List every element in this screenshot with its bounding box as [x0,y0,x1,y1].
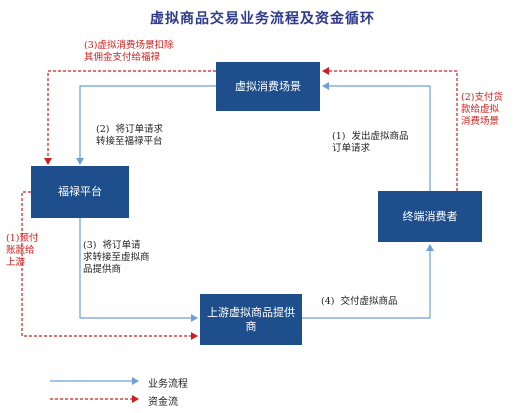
business-step-1-label: (1) 发出虚拟商品 订单请求 [332,131,409,154]
business-arrow-2 [76,85,216,165]
fund-step-3-label: (3)虚拟消费场景扣除 其佣金支付给福禄 [84,40,174,63]
legend-fund-flow-label: 资金流 [148,397,178,408]
business-arrow-4 [302,244,434,319]
fund-arrow-1 [21,191,198,340]
fund-step-2-label: (2)支付货 款给虚拟 消费场景 [461,92,503,127]
fund-step-1-label: (1)预付 账款给 上游 [6,233,39,268]
node-virtual-consumption-scene: 虚拟消费场景 [216,62,320,111]
business-arrow-3 [79,218,198,322]
node-upstream-provider: 上游虚拟商品提供商 [200,294,302,345]
business-step-3-label: (3) 将订单请 求转接至虚拟商 品提供商 [83,240,150,275]
node-end-consumer: 终端消费者 [378,191,482,242]
diagram-title: 虚拟商品交易业务流程及资金循环 [150,11,375,27]
node-fulu-platform: 福禄平台 [31,166,129,218]
business-step-2-label: (2) 将订单请求 转接至福禄平台 [96,124,163,147]
fund-arrow-3 [44,70,216,165]
business-arrow-1 [322,82,431,191]
legend-business-flow-label: 业务流程 [148,379,188,390]
business-step-4-label: (4) 交付虚拟商品 [321,296,398,307]
